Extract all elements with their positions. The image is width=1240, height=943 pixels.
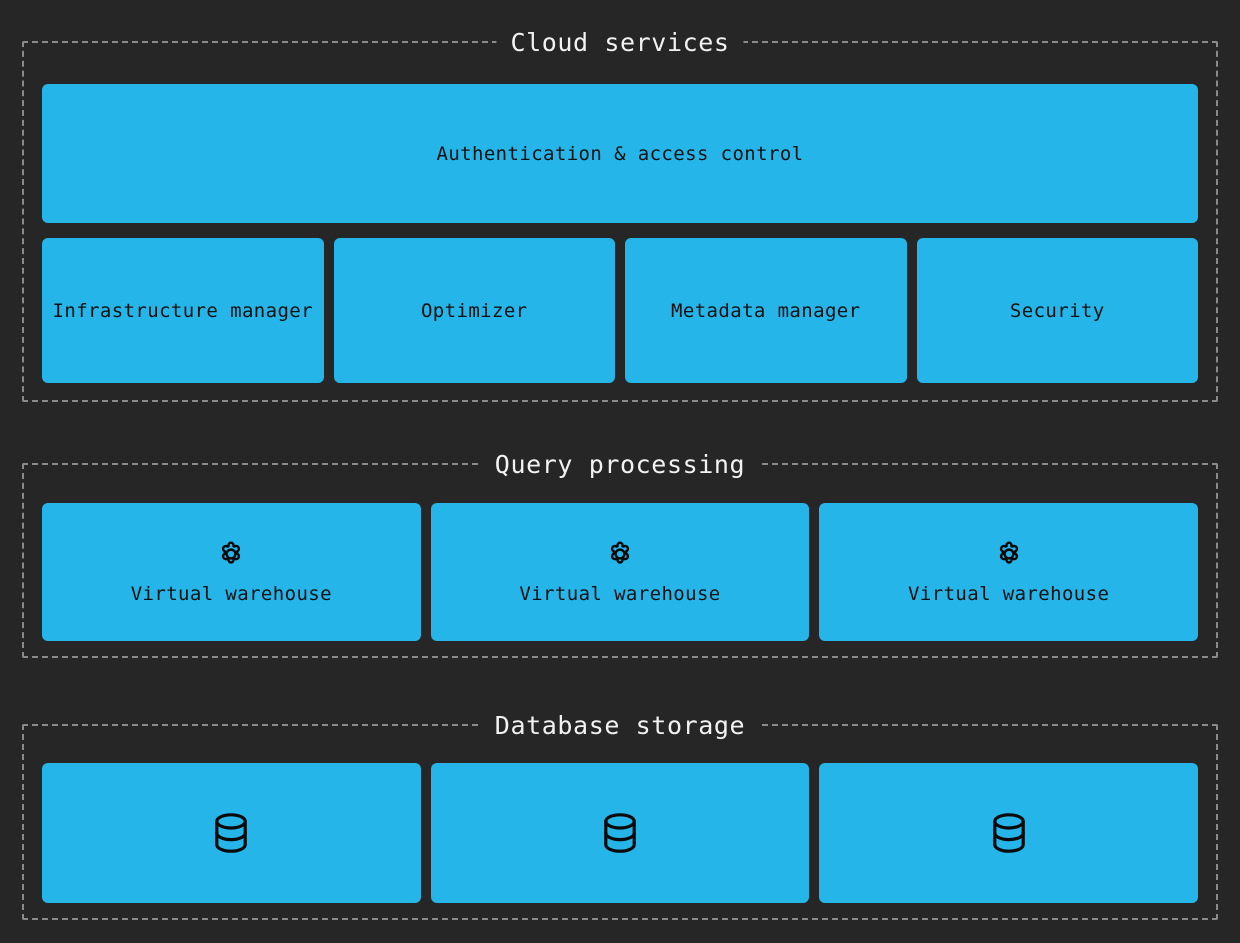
node-label: Virtual warehouse — [908, 582, 1110, 605]
gear-icon — [992, 539, 1026, 573]
node-label: Virtual warehouse — [130, 582, 332, 605]
row-database-nodes — [42, 763, 1199, 903]
node-optimizer[interactable]: Optimizer — [333, 238, 615, 383]
node-database-3[interactable] — [819, 763, 1199, 903]
database-icon — [207, 809, 255, 857]
database-icon — [985, 809, 1033, 857]
group-cloud-services: Cloud services Authentication & access c… — [22, 29, 1218, 402]
row-cloud-service-components: Infrastructure manager Optimizer Metadat… — [42, 238, 1198, 383]
node-virtual-warehouse-2[interactable]: Virtual warehouse — [430, 503, 810, 641]
node-virtual-warehouse-1[interactable]: Virtual warehouse — [42, 503, 421, 641]
database-icon — [596, 809, 644, 857]
group-query-processing: Query processing Virtual warehouse — [22, 451, 1218, 658]
group-title-query-processing: Query processing — [480, 451, 760, 479]
node-label: Security — [1009, 299, 1105, 322]
node-label: Optimizer — [420, 299, 528, 322]
node-label: Metadata manager — [671, 299, 861, 322]
gear-icon — [603, 539, 637, 573]
node-authentication-access-control[interactable]: Authentication & access control — [42, 84, 1198, 223]
node-database-2[interactable] — [430, 763, 810, 903]
node-security[interactable]: Security — [916, 238, 1198, 383]
node-database-1[interactable] — [42, 763, 421, 903]
group-database-storage: Database storage — [22, 712, 1218, 920]
node-infrastructure-manager[interactable]: Infrastructure manager — [42, 238, 324, 383]
group-title-cloud-services: Cloud services — [496, 29, 744, 57]
node-label: Infrastructure manager — [52, 299, 313, 322]
node-label: Authentication & access control — [436, 142, 804, 165]
row-virtual-warehouses: Virtual warehouse Virtual warehouse — [42, 503, 1199, 641]
node-label: Virtual warehouse — [519, 582, 721, 605]
node-metadata-manager[interactable]: Metadata manager — [625, 238, 907, 383]
node-virtual-warehouse-3[interactable]: Virtual warehouse — [819, 503, 1199, 641]
row-authentication: Authentication & access control — [42, 84, 1198, 223]
group-title-database-storage: Database storage — [480, 712, 760, 740]
gear-icon — [214, 539, 248, 573]
